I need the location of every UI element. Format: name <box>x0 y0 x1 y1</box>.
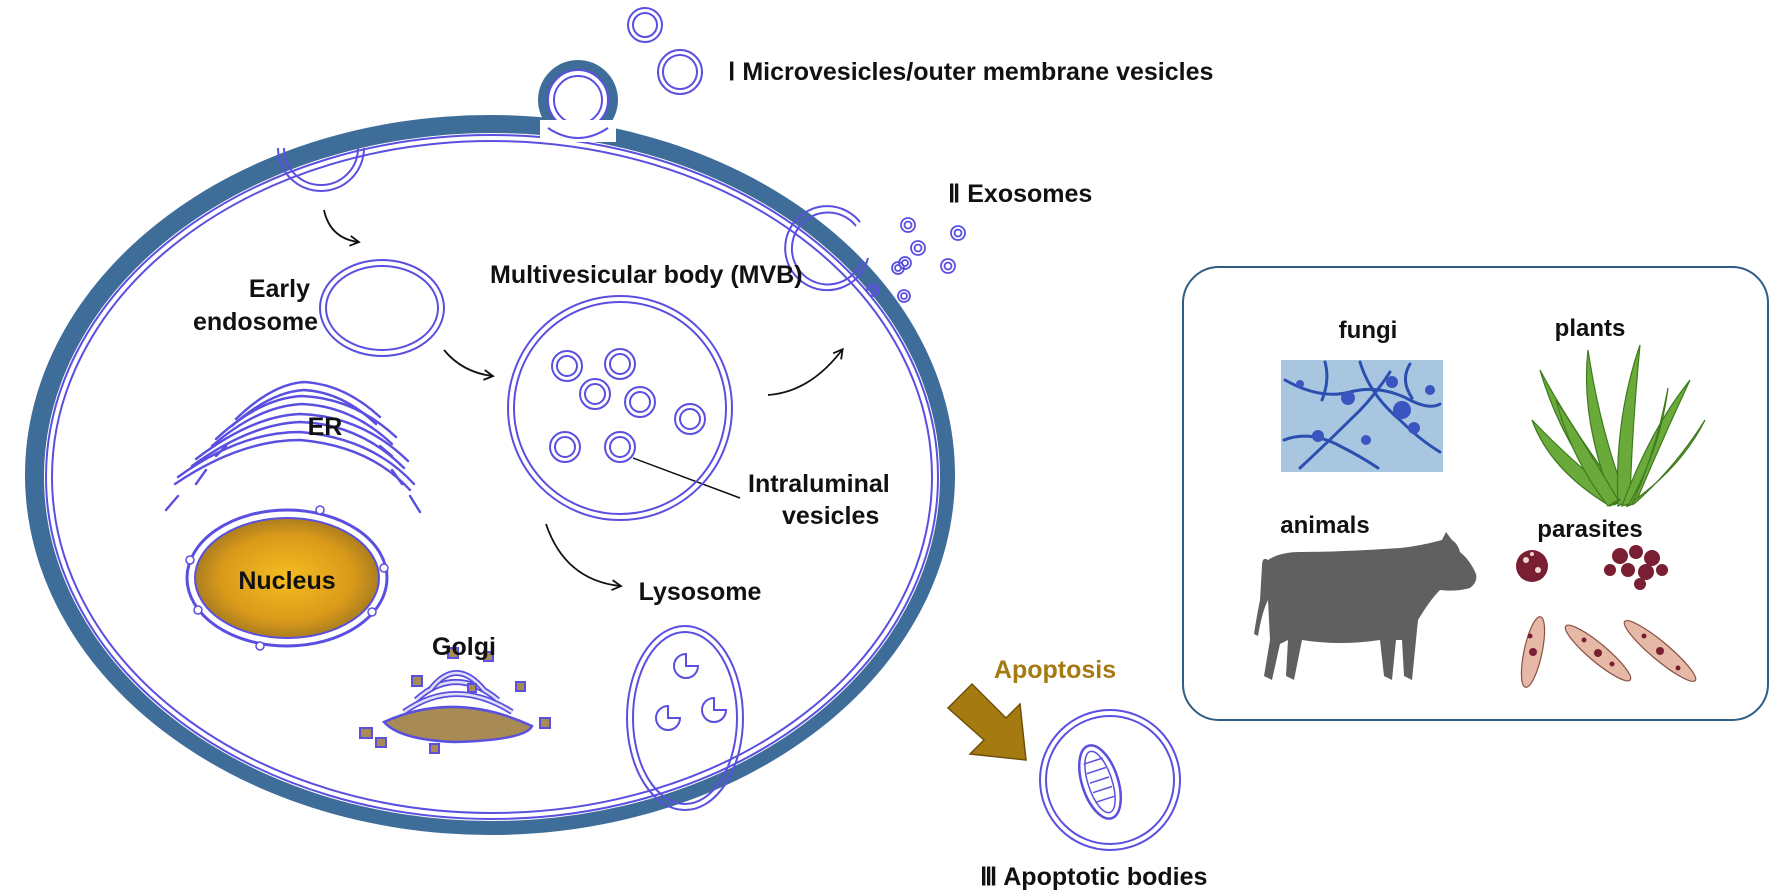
pathway-arrows <box>323 209 844 591</box>
fungi-label: fungi <box>1339 317 1398 344</box>
fungi-image <box>1281 360 1443 472</box>
budding-microvesicle <box>538 60 618 142</box>
multivesicular-body <box>507 295 733 521</box>
lysosome <box>626 625 744 811</box>
golgi-apparatus <box>359 647 551 754</box>
plant-icon <box>1531 344 1706 508</box>
released-microvesicles <box>627 7 703 95</box>
early-endosome <box>319 259 445 357</box>
nucleus <box>185 505 389 651</box>
released-exosomes <box>898 217 966 274</box>
nucleus-label: Nucleus <box>238 567 335 595</box>
early-endosome-label-line1: Early <box>249 275 310 303</box>
lysosome-label: Lysosome <box>639 578 762 606</box>
apoptotic-bodies-label: Ⅲ Apoptotic bodies <box>980 863 1207 891</box>
mvb-label: Multivesicular body (MVB) <box>490 261 803 289</box>
source-organisms-panel: fungi plants animals parasites <box>1182 266 1769 721</box>
cow-icon <box>1254 532 1477 680</box>
microvesicles-label: Ⅰ Microvesicles/outer membrane vesicles <box>728 58 1213 86</box>
mvb-fusion <box>784 205 911 303</box>
golgi-label: Golgi <box>432 633 496 661</box>
exosomes-label: Ⅱ Exosomes <box>948 180 1092 208</box>
early-endosome-label-line2: endosome <box>193 308 318 336</box>
apoptotic-body <box>1039 709 1181 851</box>
plants-label: plants <box>1555 315 1626 342</box>
intraluminal-vesicles <box>549 348 706 463</box>
endocytic-invagination <box>277 147 365 192</box>
endoplasmic-reticulum <box>164 380 422 514</box>
parasite-icon <box>1516 545 1697 688</box>
parasites-label: parasites <box>1537 516 1642 543</box>
mitochondrion-icon <box>1077 744 1123 820</box>
animals-label: animals <box>1280 512 1369 539</box>
intraluminal-label-line2: vesicles <box>782 502 879 530</box>
intraluminal-label-line1: Intraluminal <box>748 470 890 498</box>
apoptosis-label: Apoptosis <box>994 656 1116 684</box>
er-label: ER <box>308 413 343 441</box>
apoptosis-arrow <box>946 682 1027 761</box>
